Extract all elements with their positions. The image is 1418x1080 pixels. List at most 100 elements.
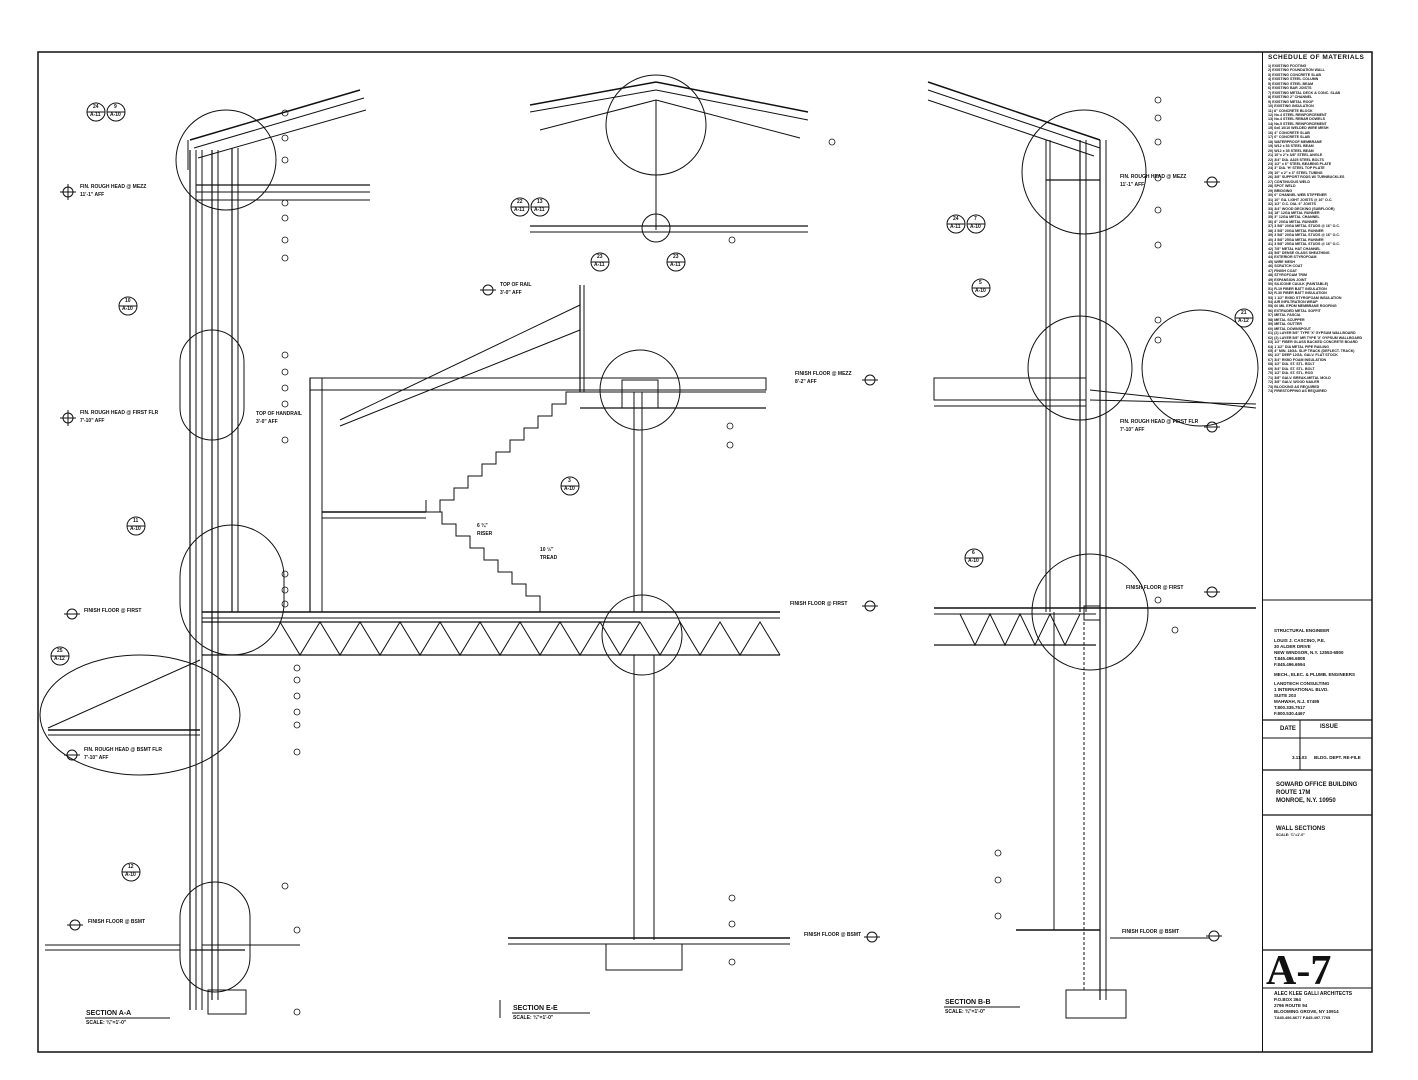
schedule-item: 17) 6" CONCRETE SLAB: [1268, 135, 1310, 140]
callout-num: 23: [597, 254, 603, 260]
schedule-item: 31) 10" GA. LIGHT JOISTS @ 16" O.C.: [1268, 197, 1333, 202]
callout-sheet: A-10: [125, 872, 136, 878]
stair-riser-dim: 6 ¾": [477, 523, 488, 529]
section-e-e-scale: SCALE: ¾"=1'-0": [513, 1015, 554, 1021]
schedule-item: 11) 8" CONCRETE BLOCK: [1268, 108, 1313, 113]
schedule-item: 43) 5/8" DENSE GLASS SHEATHING: [1268, 251, 1330, 256]
callout-num: 12: [128, 864, 134, 870]
engineer-block: STRUCTURAL ENGINEER LOUIS J. CASCINO, P.…: [1274, 628, 1355, 717]
schedule-item: 26) 3/8" SUPPORT RODS W/ TURNBUCKLES: [1268, 175, 1345, 180]
schedule-item: 44) EXTERIOR STYROFOAM: [1268, 255, 1317, 260]
schedule-item: 10) EXISTING INSULATION: [1268, 104, 1314, 109]
issue-description: BLDG. DEPT. RE-FILE: [1314, 755, 1361, 760]
schedule-item: 4) EXISTING STEEL COLUMN: [1268, 77, 1319, 82]
schedule-item: 14) No.5 STEEL REINFORCEMENT: [1268, 121, 1327, 126]
level-label: FINISH FLOOR @ BSMT: [804, 932, 862, 938]
level-label: FINISH FLOOR @ FIRST: [790, 601, 848, 607]
callout-num: 11: [133, 518, 139, 524]
engineer-role: STRUCTURAL ENGINEER: [1274, 628, 1330, 633]
section-b-b-scale: SCALE: ¾"=1'-0": [945, 1009, 986, 1015]
callout-sheet: A-10: [564, 486, 575, 492]
engineer-fax: F.800.530.4467: [1274, 711, 1306, 716]
callout-num: 3: [568, 478, 571, 484]
section-a-a-scale: SCALE: ¾"=1'-0": [86, 1020, 127, 1026]
schedule-item: 39) 3 5/8" 20GA METAL STUDS @ 16" O.C.: [1268, 233, 1340, 238]
level-label: FIN. ROUGH HEAD @ FIRST FLR: [80, 410, 159, 416]
engineer-tel: T.800.335.7517: [1274, 705, 1306, 710]
schedule-item: 19) W12 x 53 STEEL BEAM: [1268, 144, 1314, 149]
callout-num: 21: [1241, 310, 1247, 316]
callout-sheet: A-10: [130, 526, 141, 532]
engineer-fax: F.845.496.6594: [1274, 662, 1306, 667]
schedule-item: 58) METAL SCUPPER: [1268, 317, 1305, 322]
schedule-item: 27) CONTINUOUS WELD: [1268, 179, 1310, 184]
level-label: FINISH FLOOR @ FIRST: [84, 608, 142, 614]
schedule-item: 72) 3/8" GALV. WOOD NAILER: [1268, 380, 1320, 385]
level-height: 7'-10" AFF: [1120, 427, 1145, 433]
schedule-item: 70) 1/2" DIA. ST. STL. ROD: [1268, 371, 1314, 376]
schedule-item: 21) 10"x 2"x 3/8" STEEL ANGLE: [1268, 153, 1323, 158]
schedule-item: 49) EXPANSION JOINT: [1268, 277, 1307, 282]
level-height: 7'-10" AFF: [80, 418, 105, 424]
section-a-a-drawing: [39, 89, 641, 1015]
callout-num: 22: [517, 199, 523, 205]
callout-sheet: A-12: [54, 656, 65, 662]
schedule-item: 40) 3 5/8" 25GA METAL RUNNER: [1268, 237, 1324, 242]
callout-num: 23: [673, 254, 679, 260]
callout-num: 9: [114, 104, 117, 110]
architect-phone: T.845.496.8677 F.845.497.7765: [1274, 1015, 1331, 1020]
schedule-item: 37) 3 5/8" 20GA METAL STUDS @ 16" O.C.: [1268, 224, 1340, 229]
schedule-item: 60) METAL DOWNSPOUT: [1268, 326, 1311, 331]
schedule-item: 59) METAL GUTTER: [1268, 322, 1303, 327]
schedule-item: 61) (2) LAYER 5/8" TYPE 'X' GYPSUM WALLB…: [1268, 331, 1356, 336]
level-height: 3'-0" AFF: [256, 419, 278, 425]
title-block: [1262, 52, 1373, 1052]
architect-address: 2796 ROUTE 94: [1274, 1003, 1308, 1008]
schedule-item: 36) 8" 20GA METAL RUNNER: [1268, 219, 1318, 224]
schedule-item: 20) W12 x 35 STEEL BEAM: [1268, 148, 1314, 153]
schedule-item: 38) 3 5/8" 20GA METAL RUNNER: [1268, 228, 1324, 233]
schedule-item: 33) 3/4" WOOD DECKING (SUBFLOOR): [1268, 206, 1335, 211]
engineer-name: LOUIS J. CASCINO, P.E.: [1274, 638, 1326, 643]
schedule-item: 3) EXISTING CONCRETE SLAB: [1268, 72, 1321, 77]
schedule-item: 29) BRIDGING: [1268, 188, 1293, 193]
schedule-of-materials: SCHEDULE OF MATERIALS 1) EXISTING FOOTIN…: [1268, 54, 1370, 394]
schedule-item: 46) SCRATCH COAT: [1268, 264, 1303, 269]
architect-box: P.O.BOX 364: [1274, 997, 1301, 1002]
issue-header: ISSUE: [1320, 724, 1339, 730]
section-b-b-title: SECTION B-B: [945, 999, 991, 1006]
level-label: TOP OF RAIL: [500, 282, 532, 288]
schedule-item: 18) WATERPROOF MEMBRANE: [1268, 139, 1322, 144]
callout-num: 13: [537, 199, 543, 205]
schedule-item: 7) EXISTING METAL DECK & CONC. SLAB: [1268, 90, 1341, 95]
schedule-item: 57) METAL FASCIA: [1268, 313, 1301, 318]
section-a-a-title: SECTION A-A: [86, 1010, 132, 1017]
callout-sheet: A-10: [970, 224, 981, 230]
schedule-title: SCHEDULE OF MATERIALS: [1268, 54, 1365, 61]
schedule-item: 64) 1 1/2" DIA METAL PIPE RAILING: [1268, 344, 1329, 349]
schedule-item: 8) EXISTING 2" CHANNEL: [1268, 95, 1313, 100]
sheet-number: A-7: [1266, 948, 1332, 994]
schedule-item: 45) WIRE MESH: [1268, 259, 1295, 264]
schedule-item: 23) 1/2" x 6" STEEL BEARING PLATE: [1268, 161, 1332, 166]
schedule-item: 62) (2) LAYER 5/8" MR TYPE 'X' GYPSUM WA…: [1268, 335, 1363, 340]
callout-sheet: A-11: [670, 262, 681, 268]
level-label: FIN. ROUGH HEAD @ MEZZ: [80, 184, 147, 190]
schedule-item: 69) 3/4" DIA. ST. STL. BOLT: [1268, 366, 1315, 371]
schedule-item: 56) EXTRUDED METAL SOFFIT: [1268, 308, 1321, 313]
level-height: 7'-10" AFF: [84, 755, 109, 761]
schedule-item: 5) EXISTING STEEL BEAM: [1268, 81, 1314, 86]
level-height: 11'-1" AFF: [1120, 182, 1145, 188]
project-name: SOWARD OFFICE BUILDING: [1276, 782, 1358, 788]
schedule-item: 65) 4" MIN. 18GA. SLIP TRACK (DEFLECT. T…: [1268, 349, 1355, 353]
title-block-lines: [1262, 599, 1372, 989]
sheet-scale: SCALE: ¾"=1'-0": [1276, 833, 1305, 837]
schedule-item: 24) 3" DIA. 'H' STEEL TOP PLATE: [1268, 166, 1325, 171]
engineer-name: LANDTECH CONSULTING: [1274, 681, 1330, 686]
callout-sheet: A-11: [534, 207, 545, 213]
issue-date: 3.11.03: [1292, 755, 1307, 760]
schedule-item: 1) EXISTING FOOTING: [1268, 64, 1307, 68]
callout-sheet: A-10: [975, 288, 986, 294]
